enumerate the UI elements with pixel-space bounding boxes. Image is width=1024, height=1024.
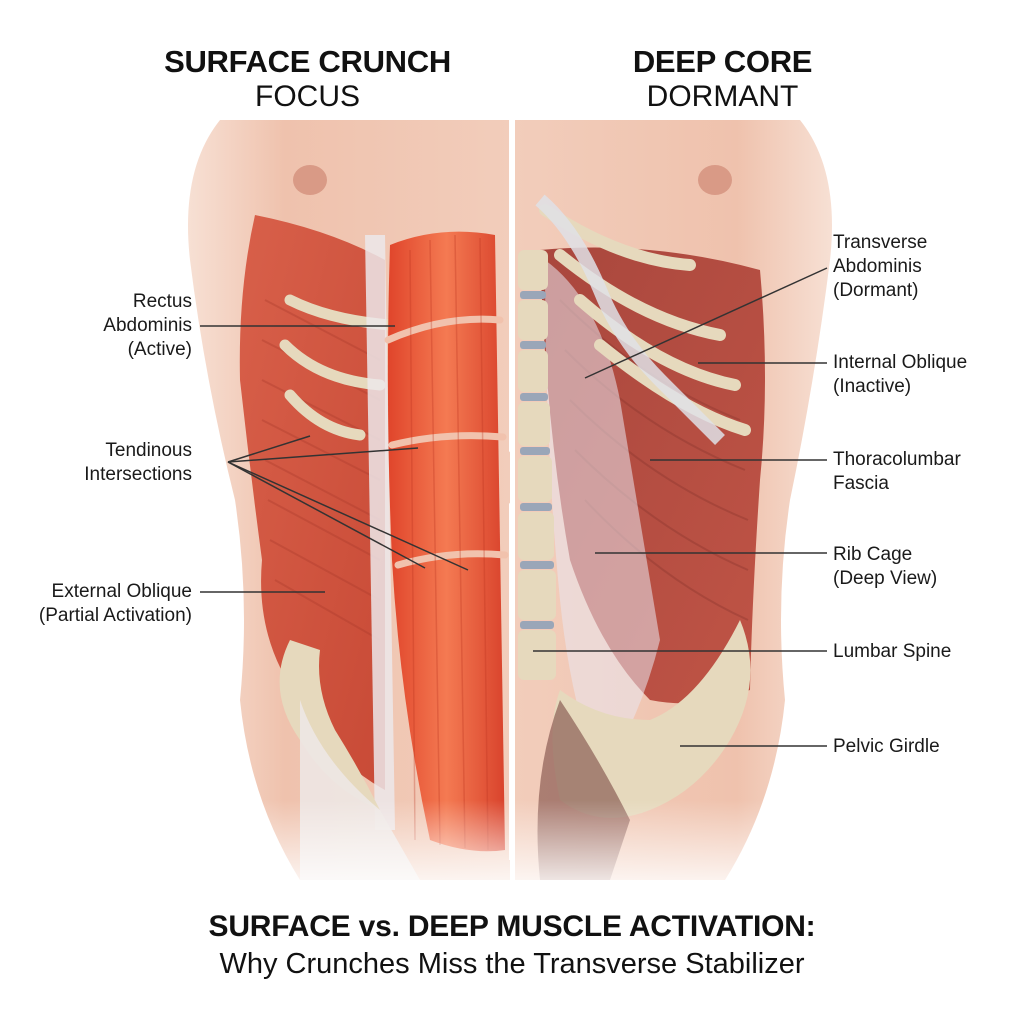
label-internal-oblique-line2: (Inactive) xyxy=(833,376,912,397)
left-heading-bold: SURFACE CRUNCH xyxy=(164,44,451,79)
label-rectus-line3: (Active) xyxy=(127,339,192,360)
footer-caption: SURFACE vs. DEEP MUSCLE ACTIVATION: Why … xyxy=(0,910,1024,981)
label-rectus-line1: Rectus xyxy=(132,291,192,312)
label-thoracolumbar-line1: Thoracolumbar xyxy=(833,449,961,470)
left-fascia xyxy=(365,235,395,830)
label-transverse-line1: Transverse xyxy=(833,232,928,253)
label-rib-cage-line2: (Deep View) xyxy=(833,568,938,589)
label-transverse-abdominis: Transverse Abdominis (Dormant) xyxy=(833,231,927,303)
label-internal-oblique-line1: Internal Oblique xyxy=(833,352,968,373)
right-panel-heading: DEEP CORE DORMANT xyxy=(595,44,850,114)
left-external-oblique-muscle xyxy=(239,215,385,790)
left-heading-light: FOCUS xyxy=(255,79,360,113)
label-rib-cage: Rib Cage (Deep View) xyxy=(833,543,937,591)
right-heading-light: DORMANT xyxy=(646,79,799,113)
thoracolumbar-fascia xyxy=(545,260,660,780)
label-thoracolumbar-line2: Fascia xyxy=(833,473,889,494)
right-nipple xyxy=(698,165,732,195)
left-panel-heading: SURFACE CRUNCH FOCUS xyxy=(150,44,465,114)
left-pelvis-bone xyxy=(279,640,380,810)
label-transverse-line2: Abdominis xyxy=(833,256,922,277)
label-rib-cage-line1: Rib Cage xyxy=(833,544,913,565)
left-nipple xyxy=(293,165,327,195)
label-pelvic-girdle: Pelvic Girdle xyxy=(833,735,940,759)
footer-subtitle: Why Crunches Miss the Transverse Stabili… xyxy=(219,948,805,980)
label-transverse-line3: (Dormant) xyxy=(833,280,919,301)
right-heading-bold: DEEP CORE xyxy=(632,44,813,79)
footer-title: SURFACE vs. DEEP MUSCLE ACTIVATION: xyxy=(208,910,816,943)
label-pelvic-girdle-line1: Pelvic Girdle xyxy=(833,736,940,757)
label-thoracolumbar-fascia: Thoracolumbar Fascia xyxy=(833,448,961,496)
leader-lines xyxy=(200,267,828,747)
label-rectus-line2: Abdominis xyxy=(103,315,192,336)
label-internal-oblique: Internal Oblique (Inactive) xyxy=(833,351,967,399)
label-tendinous-line2: Intersections xyxy=(84,464,192,485)
lumbar-spine-bones xyxy=(518,250,556,680)
label-tendinous-line1: Tendinous xyxy=(105,440,192,461)
label-tendinous-intersections: Tendinous Intersections xyxy=(84,439,192,487)
label-external-oblique-line1: External Oblique xyxy=(51,581,192,602)
rectus-abdominis-muscle xyxy=(387,231,505,852)
label-lumbar-spine-line1: Lumbar Spine xyxy=(833,641,952,662)
label-rectus-abdominis: Rectus Abdominis (Active) xyxy=(103,290,192,362)
label-lumbar-spine: Lumbar Spine xyxy=(833,640,951,664)
label-external-oblique: External Oblique (Partial Activation) xyxy=(39,580,192,628)
label-external-oblique-line2: (Partial Activation) xyxy=(38,605,192,626)
